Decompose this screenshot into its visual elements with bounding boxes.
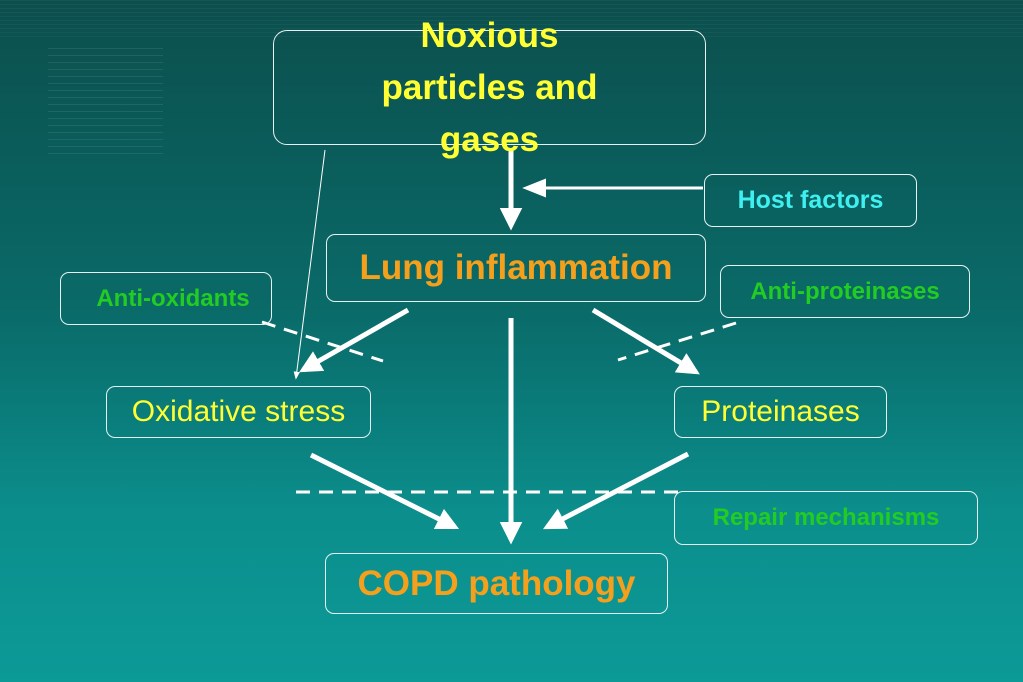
host-factors-label: Host factors xyxy=(737,186,884,214)
faded-logo xyxy=(48,48,163,158)
noxious-particles-label: Noxious particles and gases xyxy=(381,15,598,159)
anti-oxidants-label: Anti-oxidants xyxy=(96,284,250,312)
arrow-inflammation-to-oxidative xyxy=(299,307,410,373)
proteinases-label: Proteinases xyxy=(701,395,860,428)
copd-pathology-node: COPD pathology xyxy=(325,553,668,614)
proteinases-node: Proteinases xyxy=(674,386,887,438)
repair-mechanisms-node: Repair mechanisms xyxy=(674,491,978,545)
oxidative-stress-node: Oxidative stress xyxy=(106,386,371,438)
dashed-anti-proteinases xyxy=(617,321,737,362)
header-stripes xyxy=(0,0,1023,40)
anti-proteinases-label: Anti-proteinases xyxy=(750,277,940,305)
noxious-particles-node: Noxious particles and gases xyxy=(273,16,706,159)
arrow-oxidative-to-copd xyxy=(309,452,460,530)
anti-proteinases-node: Anti-proteinases xyxy=(720,265,970,318)
arrow-inflammation-to-proteinases xyxy=(591,307,700,375)
lung-inflammation-label: Lung inflammation xyxy=(359,248,673,287)
repair-mechanisms-label: Repair mechanisms xyxy=(712,504,940,531)
arrow-noxious-to-oxidative xyxy=(293,149,326,380)
copd-pathology-label: COPD pathology xyxy=(357,563,636,603)
host-factors-node: Host factors xyxy=(704,174,917,227)
oxidative-stress-label: Oxidative stress xyxy=(131,395,346,428)
anti-oxidants-node: Anti-oxidants xyxy=(60,272,272,325)
dashed-anti-oxidants xyxy=(261,320,384,363)
lung-inflammation-node: Lung inflammation xyxy=(326,234,706,302)
arrow-proteinases-to-copd xyxy=(543,451,690,530)
